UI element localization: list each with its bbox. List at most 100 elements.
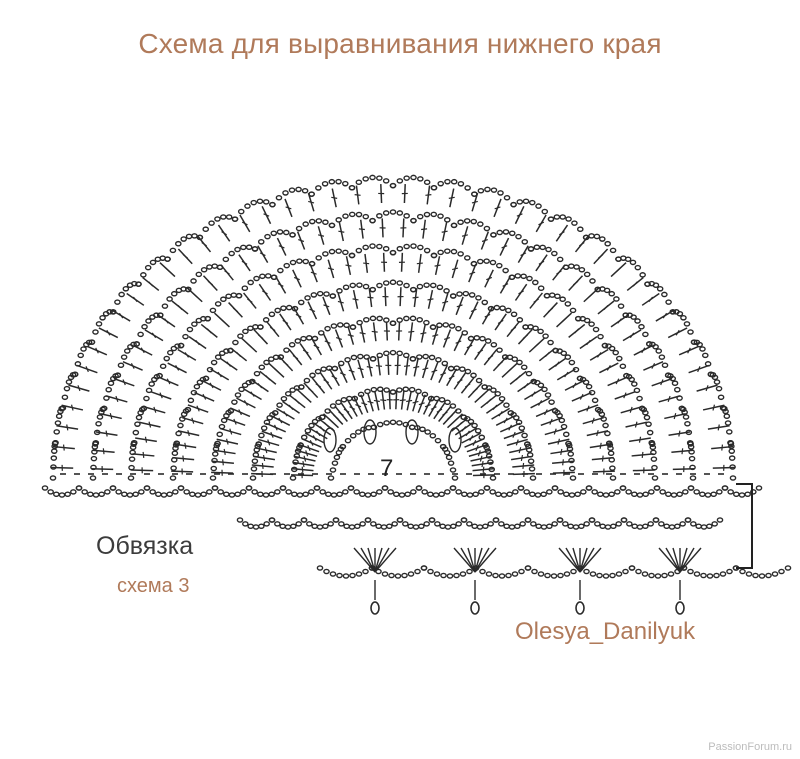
chain-stitch: [268, 311, 276, 318]
chain-stitch: [130, 341, 137, 348]
double-crochet: [222, 459, 224, 466]
double-crochet: [380, 399, 387, 402]
chain-stitch: [262, 199, 270, 205]
double-crochet: [302, 461, 305, 468]
chain-stitch: [544, 392, 552, 398]
double-crochet: [295, 313, 302, 318]
chain-stitch: [364, 492, 372, 498]
chain-stitch: [164, 256, 171, 262]
chain-stitch: [626, 521, 633, 527]
double-crochet: [308, 387, 314, 393]
chain-stitch: [64, 491, 71, 498]
chain-stitch: [651, 475, 659, 481]
chain-stitch: [599, 523, 606, 530]
chain-stitch: [682, 489, 689, 495]
chain-stitch: [528, 466, 536, 472]
double-crochet: [481, 239, 488, 243]
double-crochet: [534, 342, 540, 348]
chain-stitch: [402, 521, 409, 527]
double-crochet: [717, 424, 720, 431]
chain-stitch: [562, 431, 570, 438]
chain-stitch: [649, 441, 656, 447]
chain-stitch: [370, 521, 377, 527]
chain-stitch: [250, 199, 258, 206]
chain-stitch: [728, 448, 736, 454]
double-crochet: [347, 334, 354, 337]
chain-stitch: [512, 415, 520, 421]
chain-stitch: [613, 296, 620, 302]
chain-stitch: [548, 292, 556, 298]
chain-stitch: [388, 572, 395, 579]
chain-stitch: [624, 256, 632, 263]
chain-stitch: [362, 568, 369, 575]
chain-stitch: [263, 521, 270, 527]
chain-stitch: [455, 325, 462, 332]
chain-stitch: [325, 491, 332, 498]
chain-stitch: [470, 372, 477, 379]
chain-stitch: [410, 217, 417, 224]
double-crochet: [492, 404, 498, 411]
chain-stitch: [502, 267, 509, 274]
double-crochet: [357, 367, 364, 371]
shell: [323, 427, 337, 453]
double-crochet: [425, 194, 432, 196]
chain-stitch: [597, 491, 604, 498]
double-crochet: [547, 307, 554, 313]
double-crochet: [327, 267, 334, 271]
double-crochet: [399, 399, 406, 402]
chain-stitch: [479, 568, 486, 575]
double-crochet: [523, 383, 529, 389]
chain-stitch: [280, 395, 288, 402]
double-crochet: [207, 280, 214, 286]
chain-stitch: [396, 317, 403, 323]
chain-stitch: [356, 319, 363, 326]
double-crochet: [533, 298, 539, 303]
chain-stitch: [604, 524, 612, 530]
double-crochet: [360, 547, 376, 573]
chain-stitch: [250, 466, 258, 472]
chain-stitch: [288, 342, 296, 348]
double-crochet: [662, 312, 668, 319]
chain-stitch: [416, 213, 424, 220]
chain-stitch: [316, 565, 324, 571]
double-crochet: [673, 413, 677, 420]
chain-stitch: [661, 291, 668, 298]
shell: [448, 427, 462, 453]
chain-stitch: [401, 572, 408, 579]
double-crochet: [233, 418, 237, 425]
chain-stitch: [211, 485, 219, 491]
chain-stitch: [642, 331, 649, 338]
chain-stitch: [396, 350, 403, 357]
chain-stitch: [274, 307, 281, 314]
chain-stitch: [438, 491, 445, 498]
chain-stitch: [713, 379, 721, 385]
double-crochet: [586, 405, 590, 412]
chain-stitch: [429, 282, 437, 289]
double-crochet: [201, 241, 208, 247]
chain-stitch: [214, 216, 221, 222]
chain-stitch: [457, 219, 464, 225]
chain-stitch: [396, 387, 403, 393]
chain-stitch: [574, 315, 582, 322]
chain-stitch: [200, 266, 208, 273]
chain-stitch: [130, 280, 138, 287]
chain-stitch: [63, 385, 71, 392]
chain-stitch: [690, 521, 697, 527]
chain-stitch: [434, 521, 441, 527]
chain-stitch: [447, 460, 455, 466]
chain-stitch: [591, 397, 599, 404]
chain-stitch: [297, 299, 305, 306]
chain-stitch: [128, 456, 136, 462]
chain-stitch: [270, 230, 278, 237]
chain-stitch: [463, 218, 471, 224]
chain-stitch: [355, 247, 363, 254]
chain-stitch: [661, 572, 668, 579]
double-crochet: [175, 364, 180, 371]
chain-stitch: [583, 521, 590, 527]
chain-stitch: [376, 213, 383, 219]
chain-stitch: [711, 521, 718, 527]
double-crochet: [474, 547, 490, 573]
chain-stitch: [665, 299, 672, 305]
double-crochet: [288, 404, 294, 411]
chain-stitch: [403, 315, 410, 322]
